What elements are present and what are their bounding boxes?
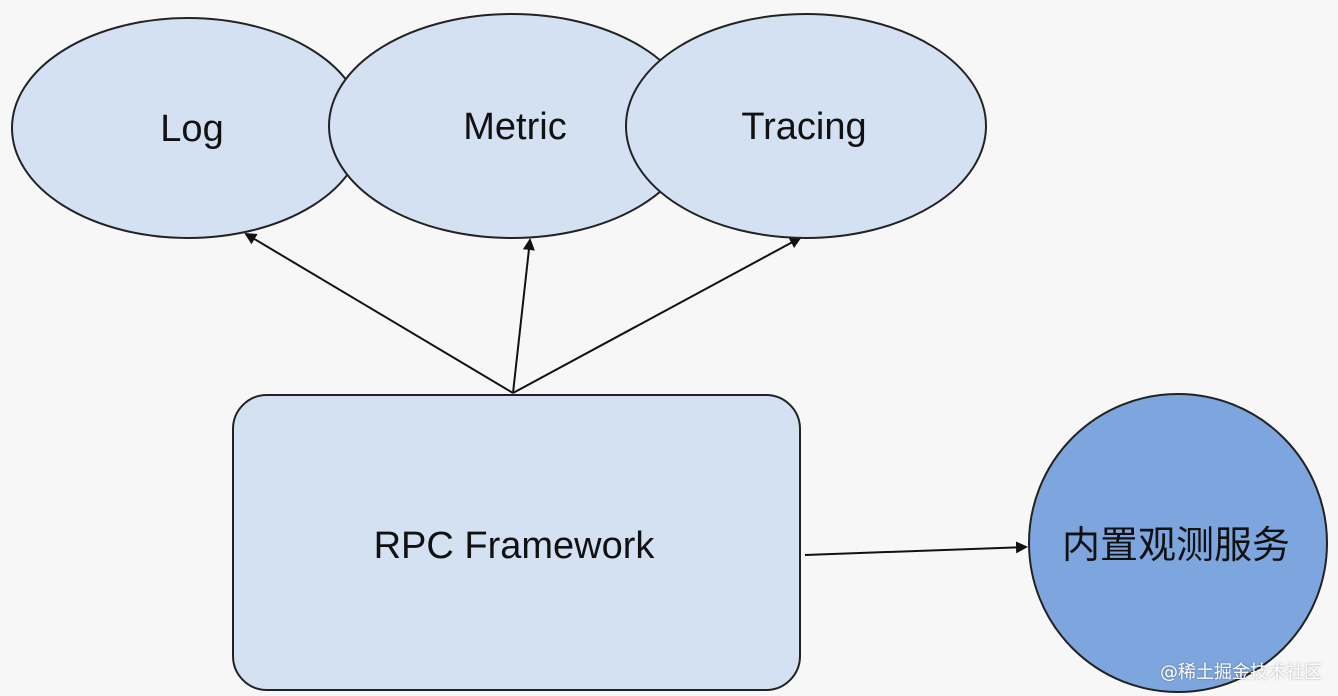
- node-tracing: Tracing: [625, 13, 987, 239]
- arrow-rpc-to-service: [804, 541, 1028, 556]
- rpc-framework-label: RPC Framework: [374, 525, 656, 567]
- site-watermark: @稀土掘金技术社区: [1160, 662, 1322, 683]
- log-label: Log: [160, 108, 223, 150]
- rpc-framework-box: [232, 394, 801, 691]
- observation-service-circle: [1028, 393, 1328, 693]
- observation-service-label: 内置观测服务: [1062, 523, 1290, 567]
- arrow-rpc-to-tracing: [512, 237, 802, 394]
- node-log: Log: [11, 17, 365, 239]
- arrow-rpc-to-metric: [512, 238, 535, 394]
- node-observation-service: 内置观测服务: [1028, 393, 1328, 693]
- arrow-rpc-to-log: [244, 232, 514, 394]
- tracing-label: Tracing: [741, 106, 866, 148]
- metric-label: Metric: [463, 106, 566, 148]
- tracing-ellipse: [625, 13, 987, 239]
- node-rpc-framework: RPC Framework: [232, 394, 801, 691]
